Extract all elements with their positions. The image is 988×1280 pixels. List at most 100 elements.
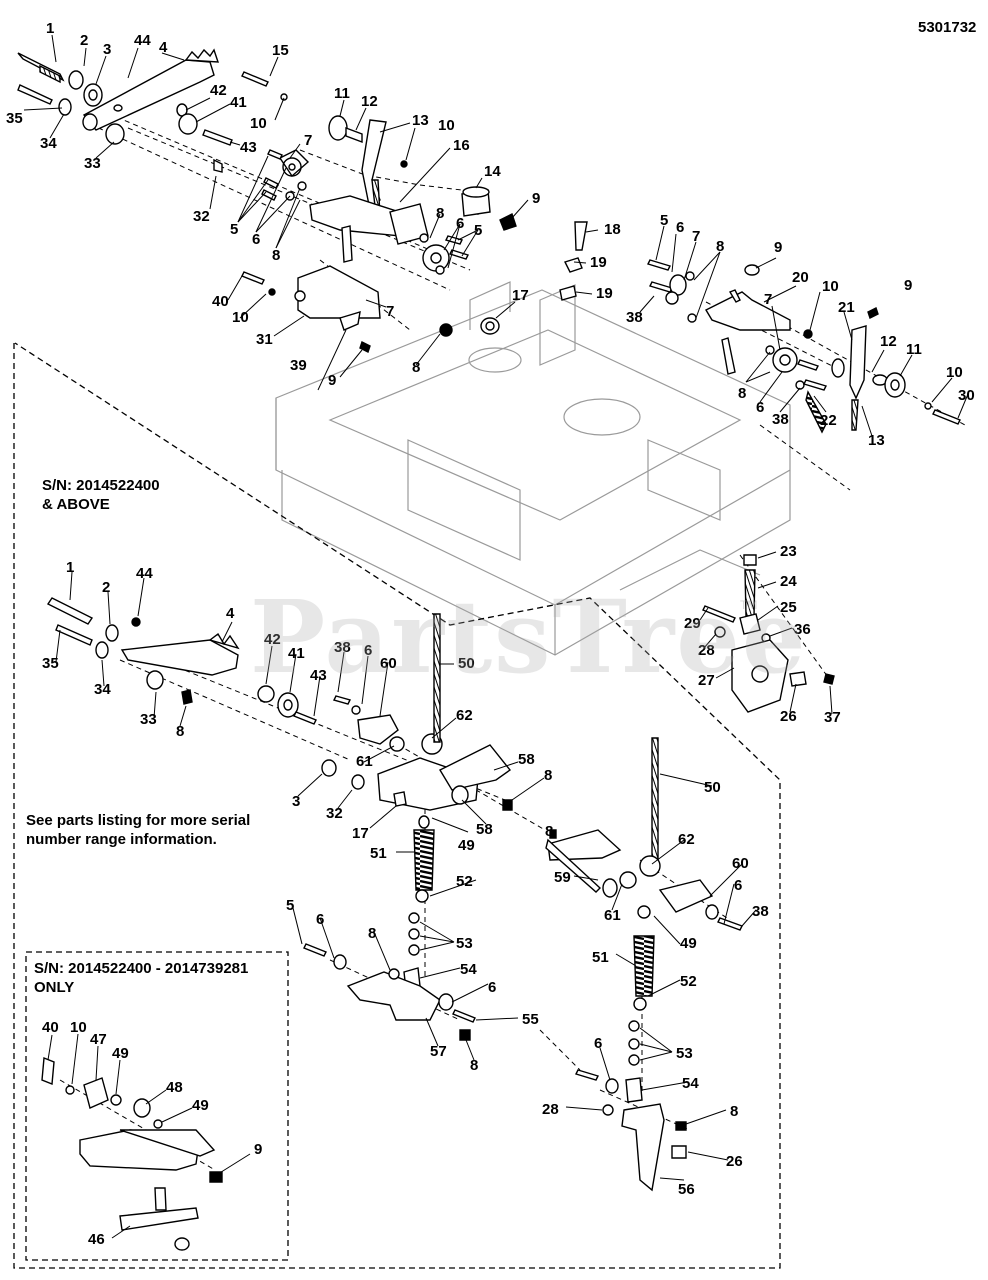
- callout-4: 4: [159, 39, 168, 56]
- serial-number-range-note: S/N: 2014522400 - 2014739281 ONLY: [34, 960, 249, 996]
- top-right-assembly: [647, 259, 961, 434]
- callout-9: 9: [328, 372, 336, 389]
- callout-3: 3: [292, 793, 300, 810]
- callout-7: 7: [764, 291, 772, 308]
- callout-21: 21: [838, 299, 855, 316]
- callout-38: 38: [752, 903, 769, 920]
- callout-38: 38: [626, 309, 643, 326]
- callout-43: 43: [310, 667, 327, 684]
- callout-49: 49: [112, 1045, 129, 1062]
- callout-5: 5: [474, 222, 482, 239]
- callout-18: 18: [604, 221, 621, 238]
- callout-62: 62: [678, 831, 695, 848]
- callout-19: 19: [596, 285, 613, 302]
- callout-61: 61: [604, 907, 621, 924]
- callout-10: 10: [438, 117, 455, 134]
- callout-58: 58: [518, 751, 535, 768]
- callout-8: 8: [272, 247, 280, 264]
- callout-57: 57: [430, 1043, 447, 1060]
- callout-25: 25: [780, 599, 797, 616]
- callout-40: 40: [42, 1019, 59, 1036]
- callout-17: 17: [512, 287, 529, 304]
- callout-10: 10: [70, 1019, 87, 1036]
- callout-6: 6: [364, 642, 372, 659]
- callout-8: 8: [368, 925, 376, 942]
- callout-11: 11: [906, 341, 922, 358]
- callout-9: 9: [904, 277, 912, 294]
- callout-23: 23: [780, 543, 797, 560]
- callout-35: 35: [6, 110, 23, 127]
- callout-34: 34: [40, 135, 57, 152]
- callout-6: 6: [676, 219, 684, 236]
- callout-55: 55: [522, 1011, 539, 1028]
- callout-2: 2: [80, 32, 88, 49]
- callout-9: 9: [532, 190, 540, 207]
- callout-8: 8: [544, 767, 552, 784]
- callout-36: 36: [794, 621, 811, 638]
- callout-60: 60: [380, 655, 397, 672]
- callout-5: 5: [230, 221, 238, 238]
- middle-lower-bracket: [303, 943, 476, 1041]
- callout-26: 26: [780, 708, 797, 725]
- callout-6: 6: [488, 979, 496, 996]
- callout-41: 41: [230, 94, 247, 111]
- callout-15: 15: [272, 42, 289, 59]
- callout-32: 32: [193, 208, 210, 225]
- callout-8: 8: [716, 238, 724, 255]
- region-outlines: [13, 342, 781, 1269]
- callout-56: 56: [678, 1181, 695, 1198]
- callout-10: 10: [822, 278, 839, 295]
- callout-51: 51: [592, 949, 609, 966]
- callout-6: 6: [316, 911, 324, 928]
- callout-42: 42: [210, 82, 227, 99]
- callout-37: 37: [824, 709, 841, 726]
- callout-59: 59: [554, 869, 571, 886]
- callout-3: 3: [103, 41, 111, 58]
- callout-38: 38: [334, 639, 351, 656]
- callout-47: 47: [90, 1031, 107, 1048]
- callout-16: 16: [453, 137, 470, 154]
- callout-8: 8: [738, 385, 746, 402]
- callout-28: 28: [542, 1101, 559, 1118]
- leader-lines: [23, 34, 969, 1239]
- callout-8: 8: [176, 723, 184, 740]
- callout-10: 10: [232, 309, 249, 326]
- callout-11: 11: [334, 85, 350, 102]
- callout-44: 44: [136, 565, 153, 582]
- callout-49: 49: [192, 1097, 209, 1114]
- callout-43: 43: [240, 139, 257, 156]
- callout-34: 34: [94, 681, 111, 698]
- callout-13: 13: [412, 112, 429, 129]
- callout-5: 5: [286, 897, 294, 914]
- callout-30: 30: [958, 387, 975, 404]
- watermark-trademark: TM: [740, 598, 758, 612]
- callout-44: 44: [134, 32, 151, 49]
- callout-8: 8: [412, 359, 420, 376]
- callout-53: 53: [676, 1045, 693, 1062]
- callout-31: 31: [256, 331, 273, 348]
- callout-50: 50: [458, 655, 475, 672]
- callout-60: 60: [732, 855, 749, 872]
- callout-10: 10: [946, 364, 963, 381]
- callout-1: 1: [46, 20, 54, 37]
- callout-8: 8: [436, 205, 444, 222]
- callout-40: 40: [212, 293, 229, 310]
- callout-14: 14: [484, 163, 501, 180]
- callout-12: 12: [361, 93, 378, 110]
- callout-26: 26: [726, 1153, 743, 1170]
- middle-pedal-assembly: [46, 597, 513, 991]
- callout-13: 13: [868, 432, 885, 449]
- callout-12: 12: [880, 333, 897, 350]
- parts-listing-note: See parts listing for more serial number…: [26, 812, 251, 848]
- callout-48: 48: [166, 1079, 183, 1096]
- callout-8: 8: [470, 1057, 478, 1074]
- mower-frame: [275, 281, 791, 656]
- callout-27: 27: [698, 672, 715, 689]
- document-number: 5301732: [918, 19, 977, 36]
- callout-4: 4: [226, 605, 235, 622]
- callout-35: 35: [42, 655, 59, 672]
- callout-6: 6: [734, 877, 742, 894]
- callout-62: 62: [456, 707, 473, 724]
- callout-41: 41: [288, 645, 305, 662]
